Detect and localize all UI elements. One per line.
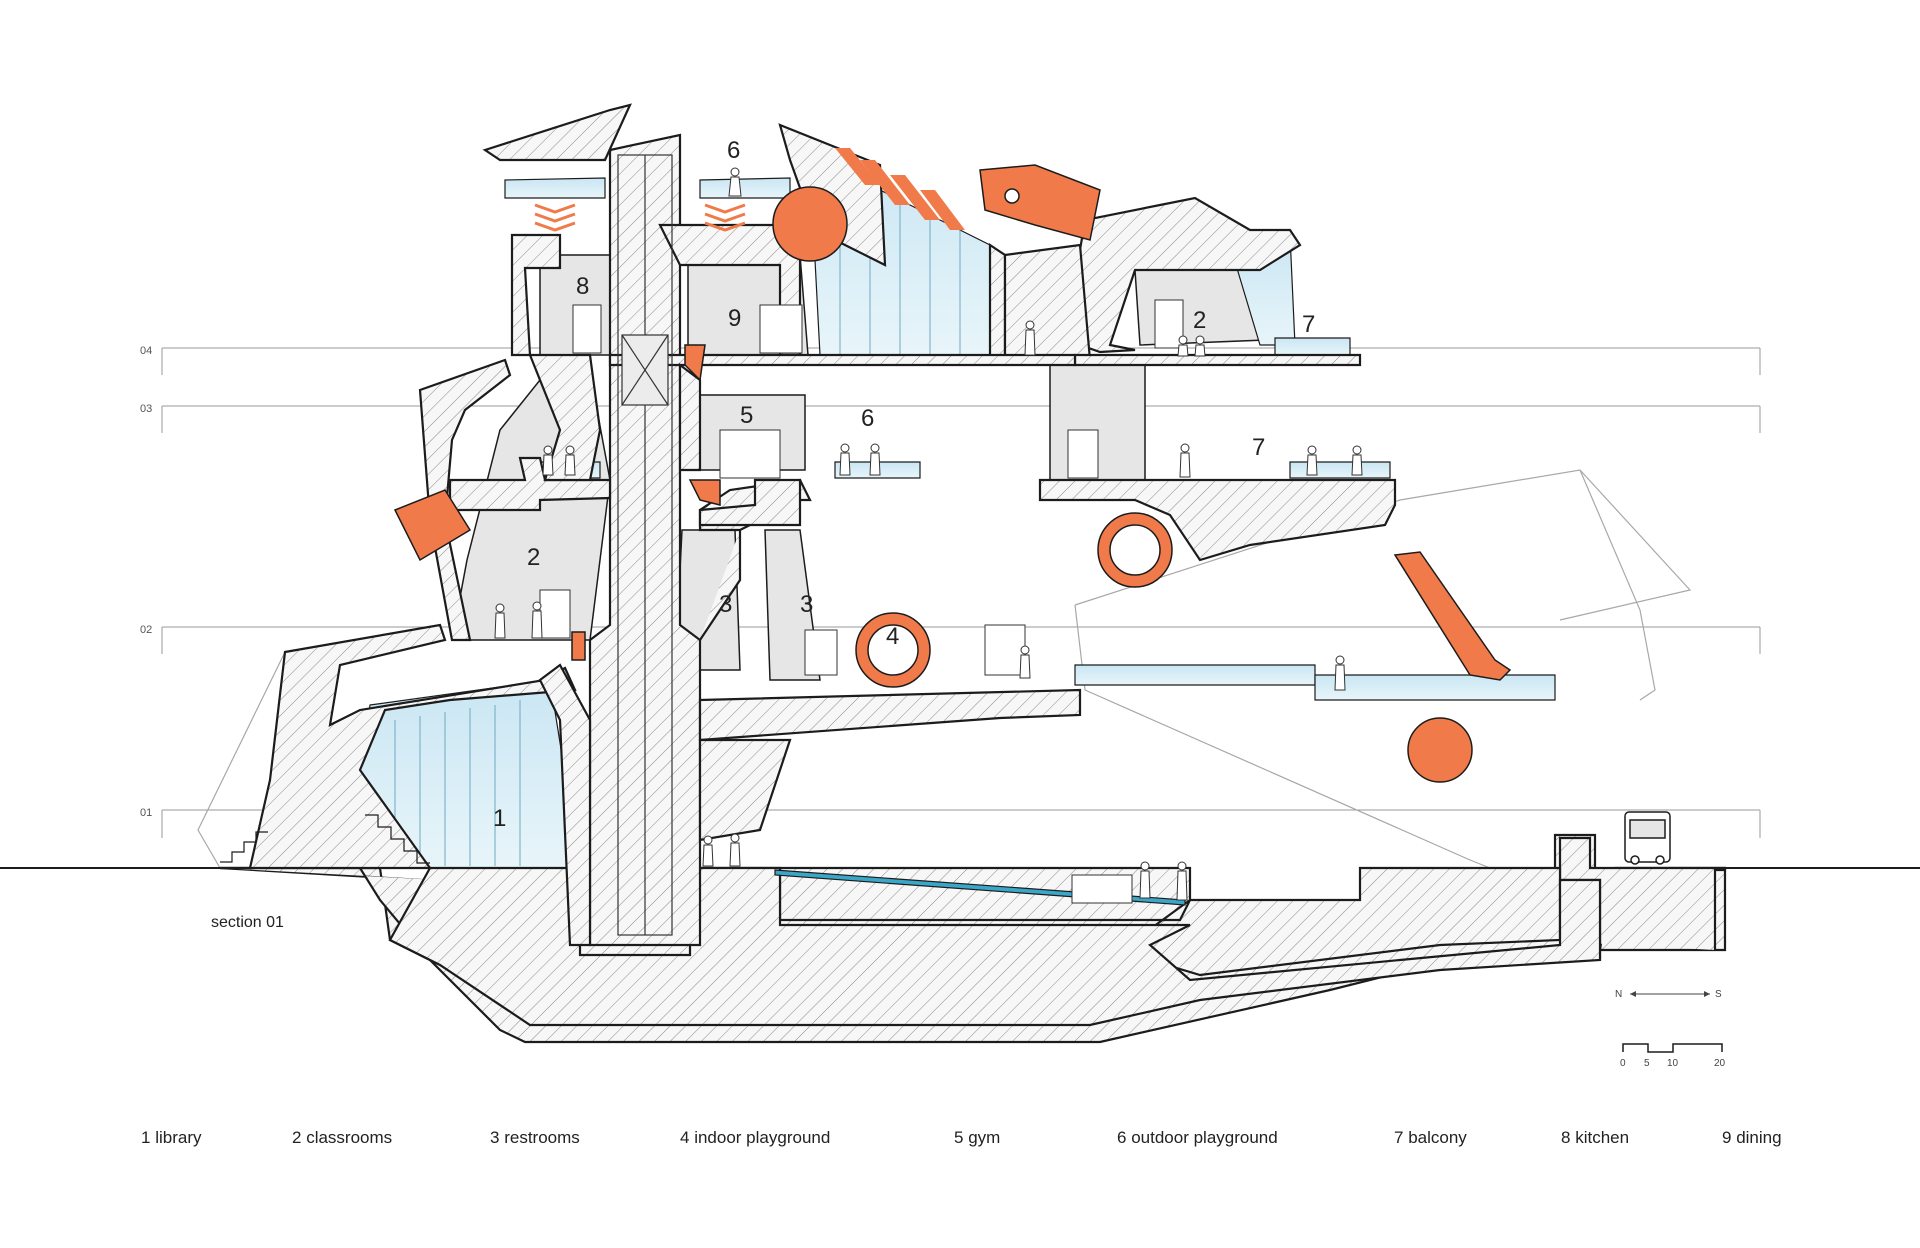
people <box>494 167 1363 901</box>
person-icon <box>1194 335 1206 357</box>
library-stairs <box>220 814 430 864</box>
legend-item-library: 1 library <box>141 1128 202 1147</box>
room-num-kitchen: 8 <box>576 273 589 300</box>
person-icon <box>702 835 714 867</box>
room-num-classrooms-upper: 2 <box>1193 307 1206 334</box>
person-icon <box>1176 861 1188 901</box>
person-icon <box>1179 443 1191 478</box>
doors <box>539 299 1184 904</box>
glazing-mullions <box>394 170 961 866</box>
level-label-01: 01 <box>140 807 152 819</box>
room-num-gym: 5 <box>740 402 753 429</box>
person-icon <box>1334 655 1346 691</box>
person-icon <box>869 443 881 476</box>
person-icon <box>1351 445 1363 476</box>
legend-item-balcony: 7 balcony <box>1394 1128 1467 1147</box>
legend-item-gym: 5 gym <box>954 1128 1001 1147</box>
person-icon <box>728 167 742 197</box>
scale-label-0: 0 <box>1620 1058 1626 1069</box>
room-num-library: 1 <box>493 805 506 832</box>
slide <box>1393 551 1512 681</box>
scale-bar: 0 5 10 20 <box>1620 1043 1726 1069</box>
level-lines <box>161 347 1761 838</box>
person-icon <box>1139 861 1151 899</box>
room-num-indoor-playground: 4 <box>886 623 899 650</box>
room-num-restrooms-a: 3 <box>719 591 732 618</box>
chevron-marks <box>534 203 746 232</box>
legend-item-restrooms: 3 restrooms <box>490 1128 580 1147</box>
room-num-balcony-upper: 7 <box>1302 311 1315 338</box>
legend-item-outdoor-playground: 6 outdoor playground <box>1117 1128 1278 1147</box>
level-label-04: 04 <box>140 345 152 357</box>
legend-item-indoor-playground: 4 indoor playground <box>680 1128 831 1147</box>
person-icon <box>1177 335 1189 357</box>
room-num-classrooms-lower: 2 <box>527 544 540 571</box>
rooftop-cabin <box>979 164 1101 241</box>
legend-item-kitchen: 8 kitchen <box>1561 1128 1630 1147</box>
room-num-outdoor-playground-top: 6 <box>727 137 740 164</box>
bus-icon <box>1624 811 1671 865</box>
person-icon <box>1024 320 1036 356</box>
room-num-outdoor-playground-mid: 6 <box>861 405 874 432</box>
wall-hatch-box <box>393 489 472 562</box>
compass-south-label: S <box>1715 989 1722 1000</box>
person-icon <box>1019 645 1031 679</box>
room-num-balcony-mid: 7 <box>1252 434 1265 461</box>
compass-north-label: N <box>1615 989 1622 1000</box>
person-icon <box>839 443 851 476</box>
stripe-canopy <box>835 148 965 230</box>
legend-item-classrooms: 2 classrooms <box>292 1128 393 1147</box>
elevator-shaft <box>617 154 673 936</box>
legend-item-dining: 9 dining <box>1722 1128 1782 1147</box>
person-icon <box>564 445 576 476</box>
person-icon <box>542 445 554 476</box>
level-label-03: 03 <box>140 403 152 415</box>
level-label-02: 02 <box>140 624 152 636</box>
north-south-compass: N S <box>1615 989 1722 1000</box>
section-title: section 01 <box>211 914 284 931</box>
cut-structure <box>219 103 1727 1044</box>
person-icon <box>494 603 506 639</box>
scale-label-5: 5 <box>1644 1058 1650 1069</box>
person-icon <box>1306 445 1318 476</box>
person-icon <box>729 833 741 867</box>
scale-label-20: 20 <box>1714 1058 1726 1069</box>
room-num-restrooms-b: 3 <box>800 591 813 618</box>
orange-accents <box>393 164 1512 783</box>
scale-label-10: 10 <box>1667 1058 1679 1069</box>
person-icon <box>531 601 543 639</box>
rooftop-tube-circle <box>772 186 848 262</box>
room-num-dining: 9 <box>728 305 741 332</box>
lower-circle <box>1407 717 1473 783</box>
